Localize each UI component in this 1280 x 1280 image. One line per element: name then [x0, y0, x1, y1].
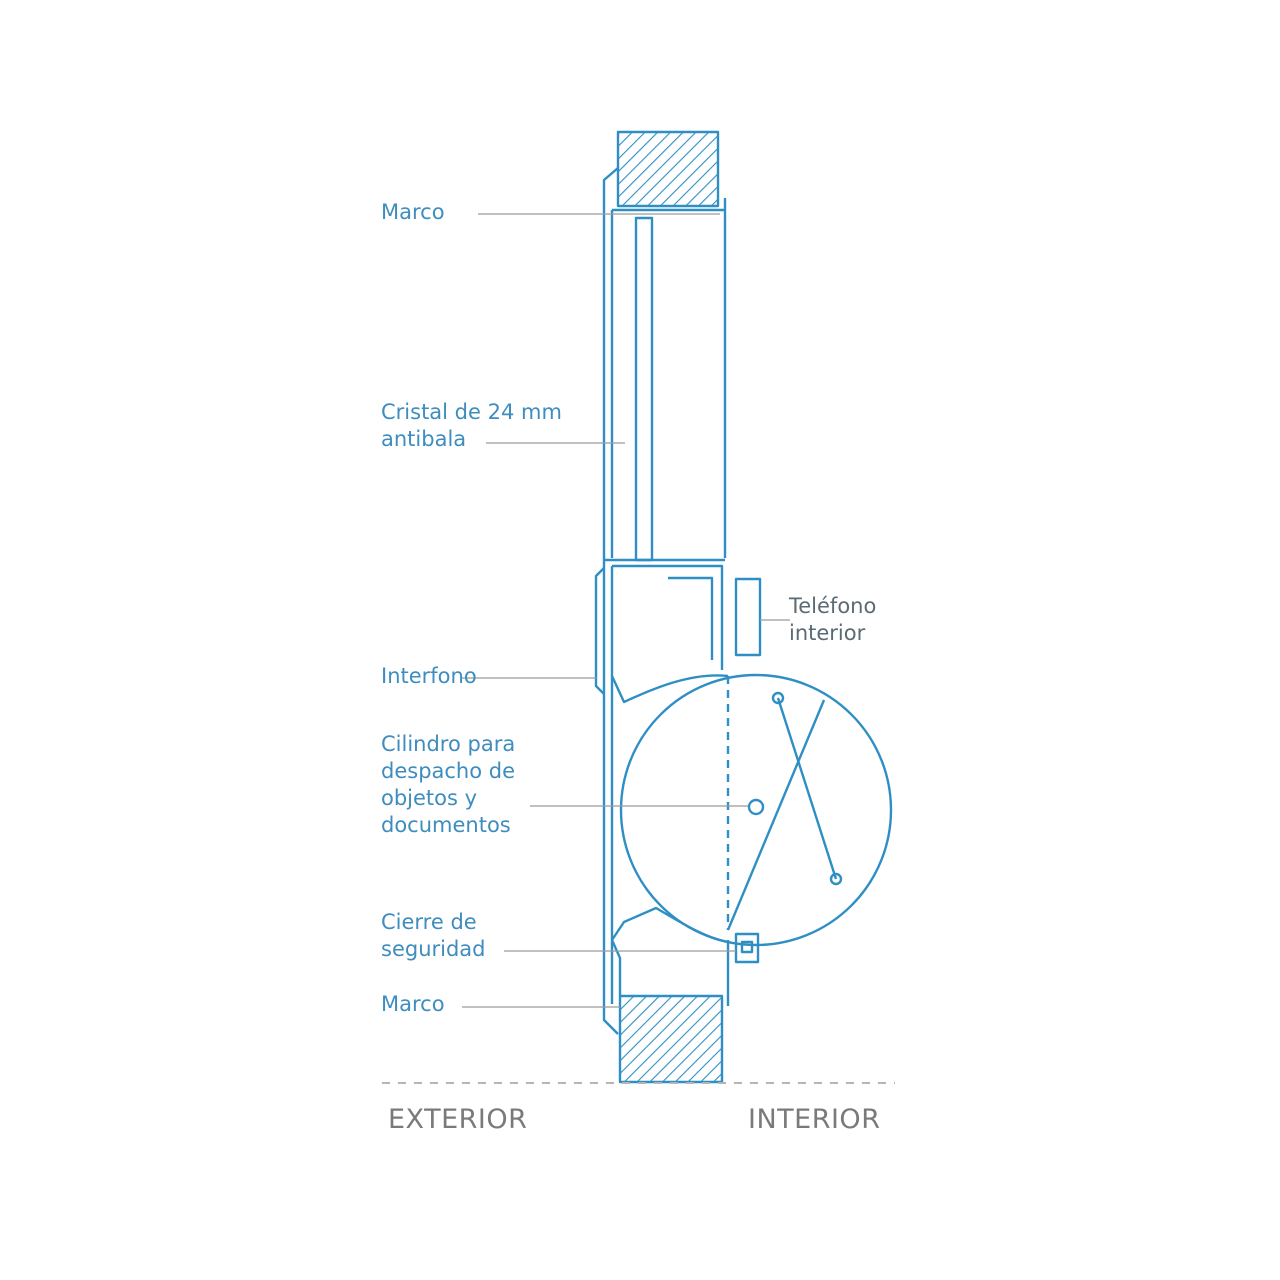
intercom-housing — [610, 564, 729, 704]
lower-housing — [610, 906, 729, 996]
side-label-exterior: EXTERIOR — [388, 1104, 528, 1135]
intercom-inner-bracket — [668, 576, 714, 660]
label-cierre: Cierre de seguridad — [381, 910, 486, 961]
dispatch-cylinder — [619, 673, 893, 947]
cylinder-blade-1 — [776, 697, 838, 880]
intercom-speaker — [594, 567, 605, 695]
top-frame-block — [616, 130, 720, 208]
label-cilindro: Cilindro para despacho de objetos y docu… — [381, 732, 516, 837]
cylinder-blade-2 — [726, 699, 826, 931]
cylinder-blade-1-pin-bottom — [829, 872, 843, 886]
label-marco-top: Marco — [381, 200, 445, 224]
bulletproof-glass — [634, 216, 654, 562]
label-telefono: Teléfono interior — [789, 594, 877, 645]
cylinder-center-hub — [747, 798, 765, 816]
security-lock — [734, 932, 760, 964]
bottom-frame-block — [618, 994, 724, 1084]
cylinder-blade-1-pin-top — [771, 691, 785, 705]
window-outer-profile — [602, 167, 619, 1035]
label-interfono: Interfono — [381, 664, 477, 688]
label-cristal: Cristal de 24 mm antibala — [381, 400, 562, 451]
security-lock-inner — [740, 940, 754, 954]
side-label-interior: INTERIOR — [748, 1104, 881, 1135]
interior-phone — [734, 577, 762, 657]
label-marco-bottom: Marco — [381, 992, 445, 1016]
